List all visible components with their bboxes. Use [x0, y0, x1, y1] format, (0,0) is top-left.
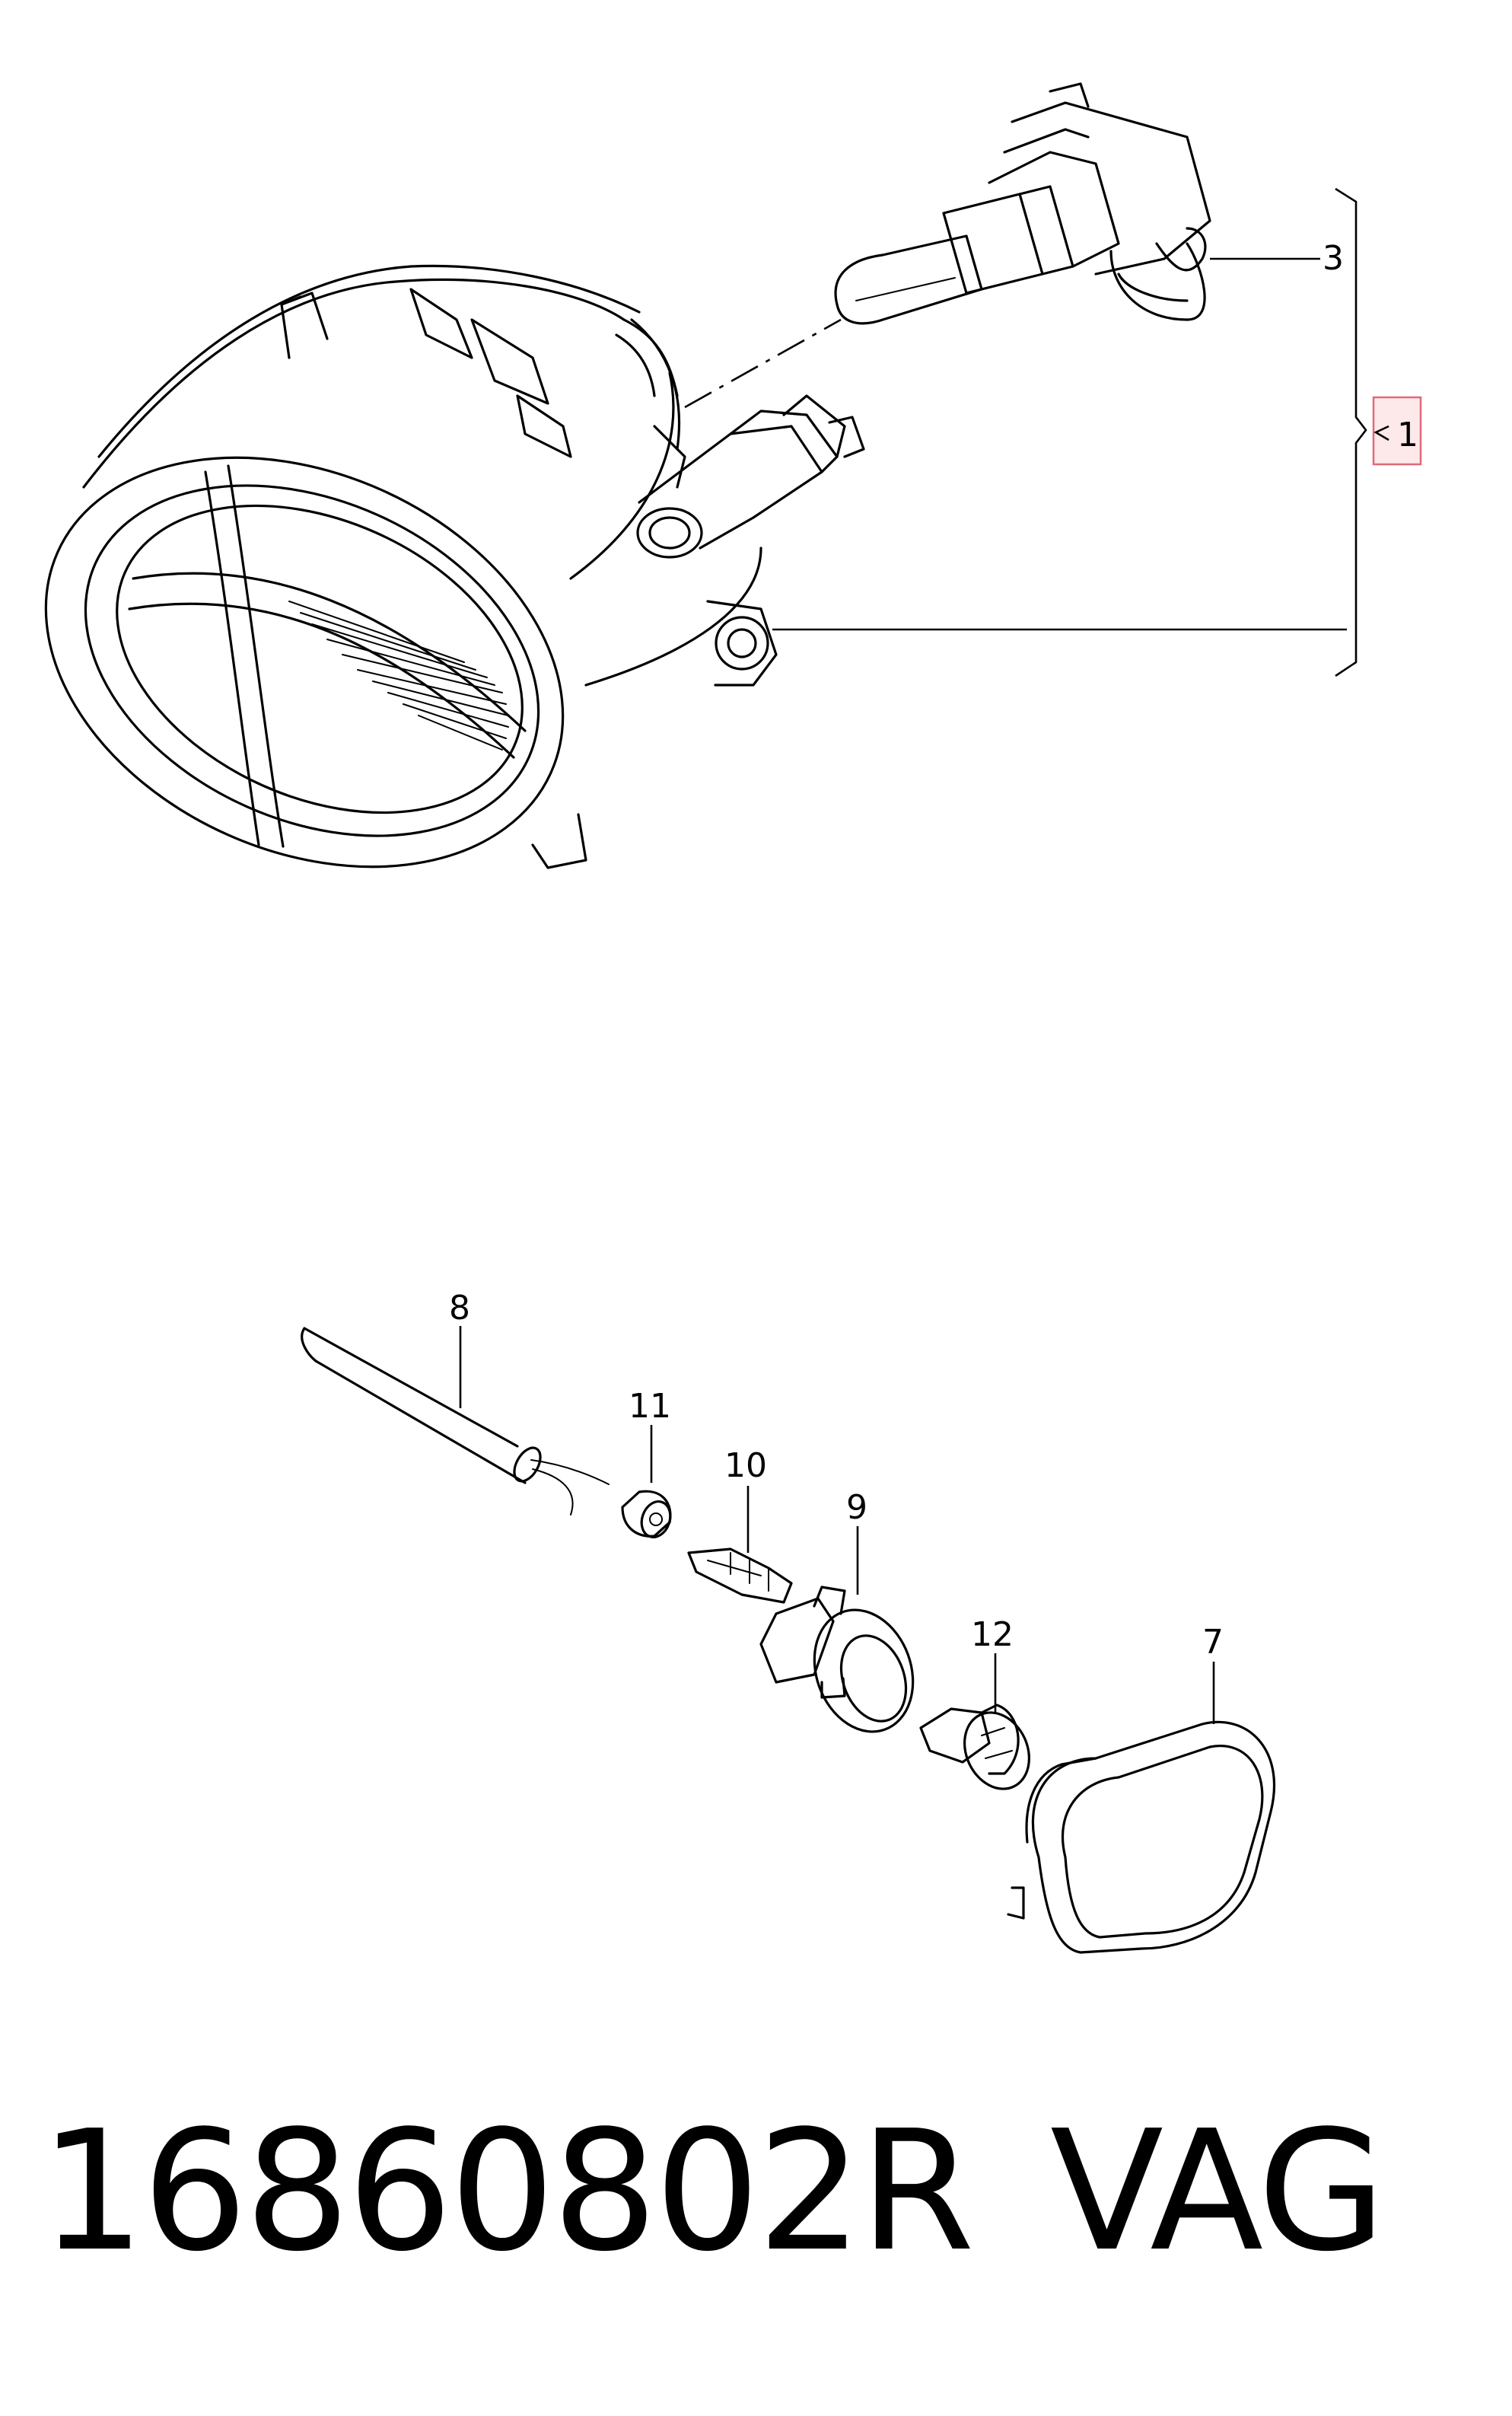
callout-3: 3 [1323, 239, 1344, 278]
group-bracket [1335, 187, 1367, 677]
callout-10: 10 [724, 1446, 767, 1485]
callout-1-pointer [1374, 425, 1389, 441]
wire-seal [621, 1490, 672, 1538]
callout-11: 11 [629, 1387, 671, 1426]
fog-lamp-housing [44, 264, 865, 869]
part-number-caption: 16860802R [40, 2096, 975, 2288]
callout-12: 12 [971, 1615, 1014, 1654]
callout-8: 8 [449, 1289, 470, 1328]
flat-terminal [687, 1547, 793, 1604]
callout-9: 9 [846, 1488, 867, 1527]
wedge-bulb [919, 1704, 1030, 1790]
assembly-axis-line [684, 318, 842, 409]
h11-bulb [834, 82, 1211, 325]
callout-7: 7 [1202, 1623, 1224, 1662]
callout-1-highlight [1372, 396, 1422, 466]
callout-1: 1 [1397, 416, 1418, 454]
brand-caption: VAG [1050, 2096, 1386, 2288]
wiring-harness [301, 1327, 610, 1516]
side-marker-lamp [1007, 1720, 1276, 1954]
bulb-holder [759, 1586, 915, 1733]
